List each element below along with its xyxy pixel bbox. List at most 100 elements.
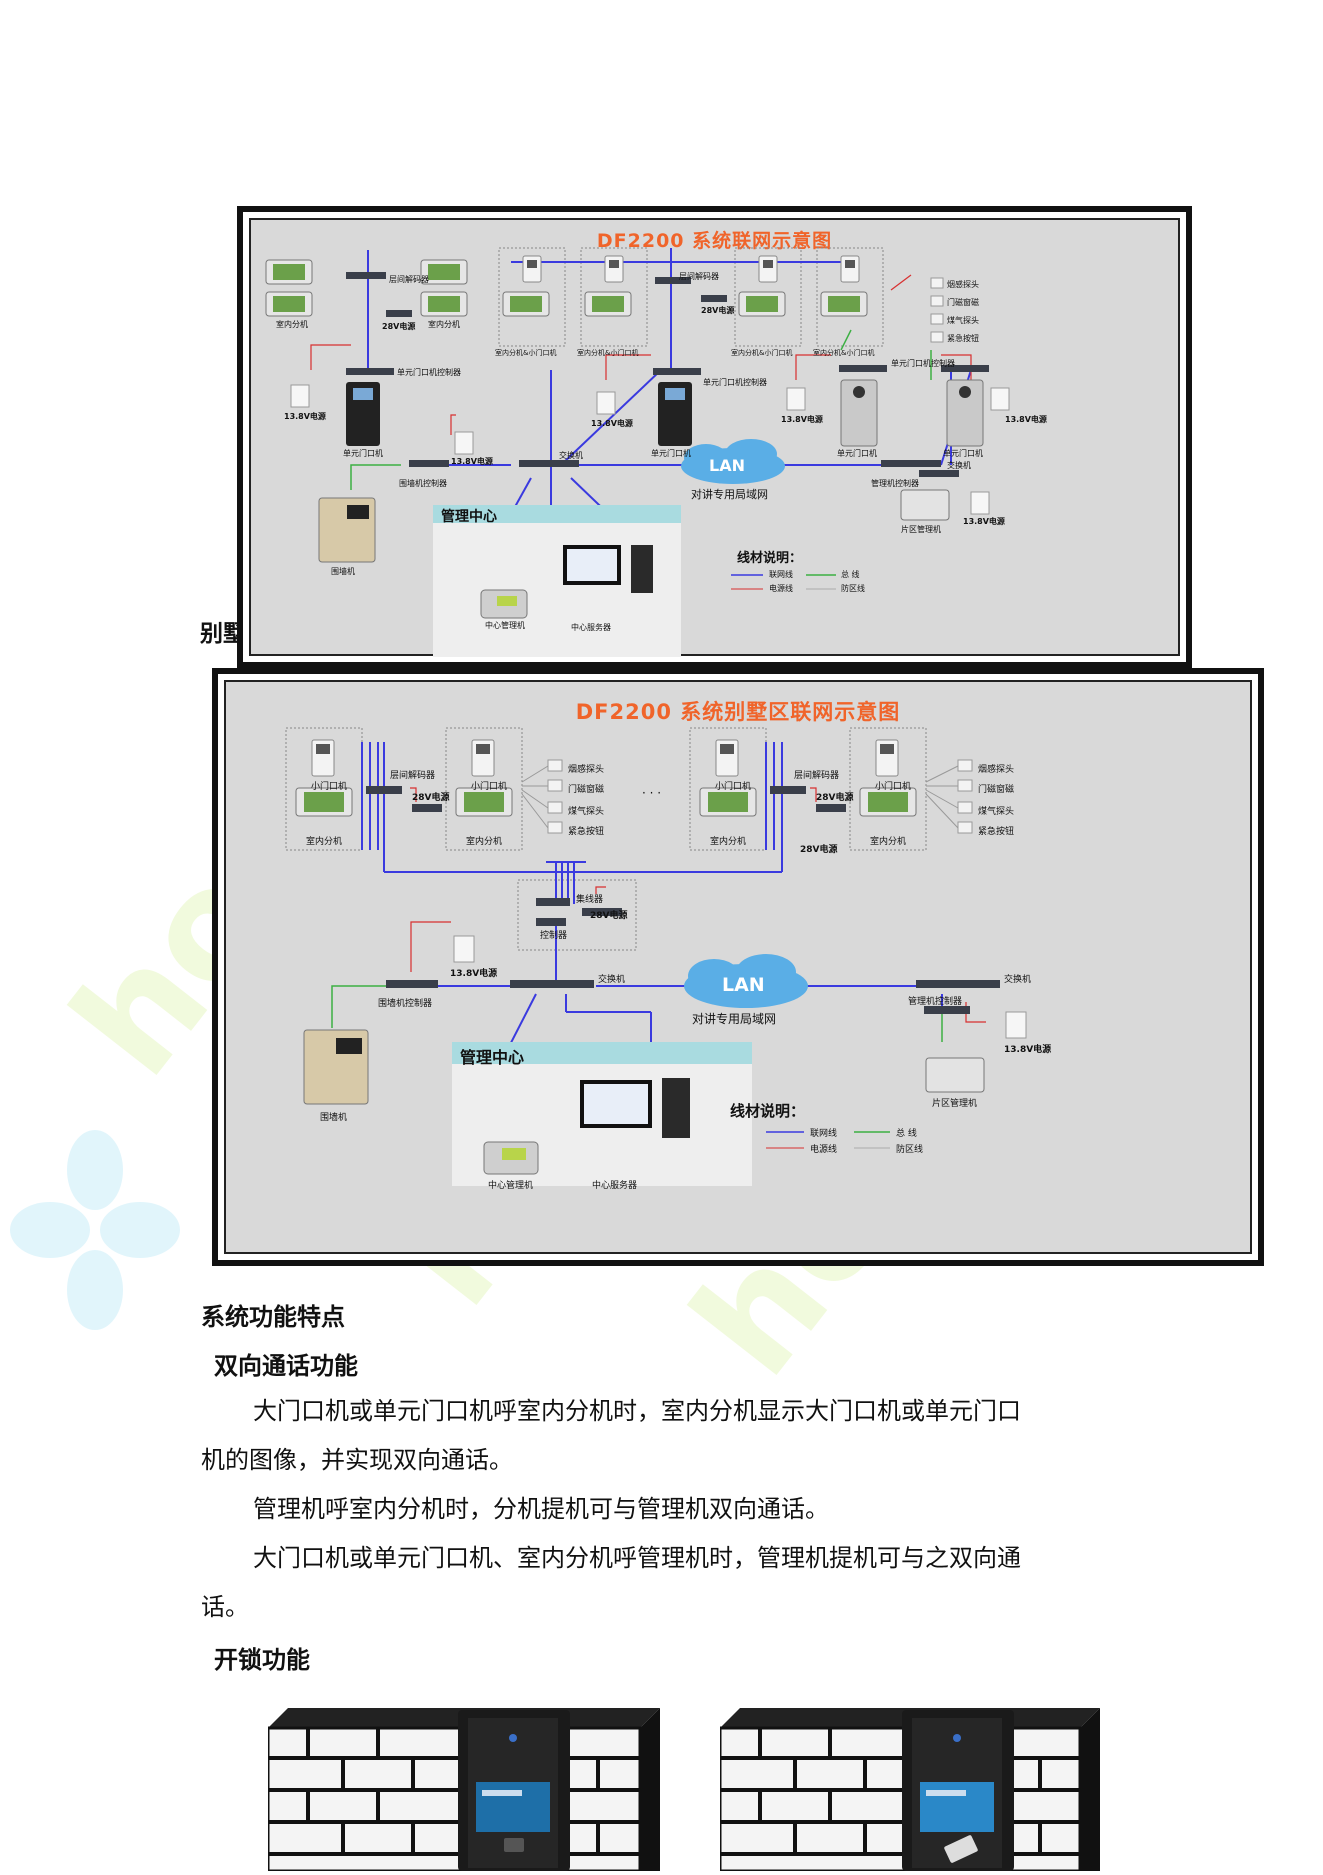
d2-label-138v-1: 13.8V电源 bbox=[450, 969, 498, 979]
d1-label-138v-2: 13.8V电源 bbox=[591, 419, 633, 428]
d2-label-indoor-4: 室内分机 bbox=[870, 837, 907, 847]
d2-label-gas-2: 煤气探头 bbox=[978, 807, 1015, 817]
d2-label-switch-1: 交换机 bbox=[598, 975, 626, 985]
d1-label-lan-sub: 对讲专用局域网 bbox=[691, 488, 768, 501]
d2-label-small-door-3: 小门口机 bbox=[715, 782, 752, 792]
d2-label-dots: · · · bbox=[642, 786, 662, 800]
d2-legend-net: 联网线 bbox=[810, 1129, 838, 1139]
d1-label-indoor-small-2: 室内分机&小门口机 bbox=[577, 349, 639, 357]
diagram1-drawing bbox=[265, 247, 1010, 657]
d2-label-small-door-2: 小门口机 bbox=[471, 782, 508, 792]
d2-label-floor-decoder-1: 层间解码器 bbox=[390, 771, 436, 781]
d2-label-indoor-1: 室内分机 bbox=[306, 837, 343, 847]
d1-label-floor-decoder-2: 层间解码器 bbox=[679, 272, 719, 281]
d1-label-unit-door-3: 单元门口机 bbox=[837, 449, 877, 458]
d1-legend-net: 联网线 bbox=[769, 570, 793, 579]
d2-label-wall-ctrl: 围墙机控制器 bbox=[378, 999, 433, 1009]
d1-label-138v-5: 13.8V电源 bbox=[451, 457, 493, 466]
d2-label-emergency-1: 紧急按钮 bbox=[568, 827, 605, 837]
door-station-image-right bbox=[718, 1690, 1100, 1873]
d1-legend-power: 电源线 bbox=[769, 584, 793, 593]
d2-label-28v-2: 28V电源 bbox=[816, 793, 854, 803]
d1-label-138v-1: 13.8V电源 bbox=[284, 412, 326, 421]
d1-label-switch-2: 交换机 bbox=[947, 461, 971, 470]
d1-label-indoor-small-4: 室内分机&小门口机 bbox=[813, 349, 875, 357]
cutoff-text: 别墅 bbox=[200, 620, 240, 647]
d1-label-138v-4: 13.8V电源 bbox=[1005, 415, 1047, 424]
paragraph-2: 管理机呼室内分机时，分机提机可与管理机双向通话。 bbox=[253, 1495, 829, 1523]
d2-label-area-mgr: 片区管理机 bbox=[932, 1099, 978, 1109]
d1-label-unit-door-1: 单元门口机 bbox=[343, 449, 383, 458]
d2-label-28v-4: 28V电源 bbox=[590, 911, 628, 921]
d1-label-floor-decoder-1: 层间解码器 bbox=[389, 275, 429, 284]
subsection-two-way-call: 双向通话功能 bbox=[214, 1351, 358, 1380]
door-station-image-left bbox=[266, 1690, 660, 1873]
d2-legend-bus: 总 线 bbox=[896, 1129, 917, 1139]
d1-legend-zone: 防区线 bbox=[841, 584, 865, 593]
d2-label-smoke-1: 烟感探头 bbox=[568, 765, 605, 775]
d1-label-gas: 煤气探头 bbox=[947, 316, 979, 325]
d2-label-hub: 集线器 bbox=[576, 895, 604, 905]
d2-label-138v-2: 13.8V电源 bbox=[1004, 1045, 1052, 1055]
d2-label-door-magnet-2: 门磁窗磁 bbox=[978, 785, 1015, 795]
d1-label-unit-ctrl-2: 单元门口机控制器 bbox=[703, 378, 767, 387]
d1-label-28v-1: 28V电源 bbox=[382, 322, 416, 331]
d2-label-lan-sub: 对讲专用局域网 bbox=[692, 1012, 777, 1026]
d2-label-switch-2: 交换机 bbox=[1004, 975, 1032, 985]
d1-label-indoor-small-3: 室内分机&小门口机 bbox=[731, 349, 793, 357]
network-diagram-1: DF2200 系统联网示意图 bbox=[237, 206, 1192, 668]
d2-label-central-server: 中心服务器 bbox=[592, 1181, 638, 1191]
d2-label-small-door-1: 小门口机 bbox=[311, 782, 348, 792]
diagram2-title: DF2200 系统别墅区联网示意图 bbox=[575, 700, 901, 724]
d1-label-central-mgr: 中心管理机 bbox=[485, 621, 525, 630]
d1-label-smoke: 烟感探头 bbox=[947, 280, 979, 289]
d1-label-area-mgr: 片区管理机 bbox=[901, 525, 941, 534]
d2-label-floor-decoder-2: 层间解码器 bbox=[794, 771, 840, 781]
d2-label-emergency-2: 紧急按钮 bbox=[978, 827, 1015, 837]
d2-label-mgr-ctrl: 管理机控制器 bbox=[908, 997, 963, 1007]
d1-label-indoor-1: 室内分机 bbox=[276, 320, 308, 329]
d1-legend-title: 线材说明： bbox=[737, 551, 803, 566]
diagram2-drawing bbox=[285, 727, 1027, 1186]
d1-label-lan: LAN bbox=[709, 456, 745, 475]
paragraph-3-line-1: 大门口机或单元门口机、室内分机呼管理机时，管理机提机可与之双向通 bbox=[253, 1544, 1021, 1572]
d1-label-indoor-small-1: 室内分机&小门口机 bbox=[495, 349, 557, 357]
watermark-flower-icon bbox=[10, 1130, 180, 1330]
d1-label-unit-ctrl-1: 单元门口机控制器 bbox=[397, 368, 461, 377]
lan-cloud-icon bbox=[681, 439, 785, 484]
d2-label-controller: 控制器 bbox=[540, 931, 568, 941]
d1-label-switch-1: 交换机 bbox=[559, 451, 583, 460]
d1-label-door-magnet: 门磁窗磁 bbox=[947, 298, 979, 307]
d1-label-unit-door-4: 单元门口机 bbox=[943, 449, 983, 458]
d1-legend-bus: 总 线 bbox=[841, 570, 860, 579]
d2-label-wall-unit: 围墙机 bbox=[320, 1113, 348, 1123]
subsection-unlock: 开锁功能 bbox=[214, 1645, 310, 1674]
d2-legend-zone: 防区线 bbox=[896, 1145, 924, 1155]
d1-label-138v-6: 13.8V电源 bbox=[963, 517, 1005, 526]
d2-label-mgmt-center: 管理中心 bbox=[460, 1048, 525, 1067]
paragraph-3-line-2: 话。 bbox=[201, 1593, 249, 1621]
d2-label-indoor-3: 室内分机 bbox=[710, 837, 747, 847]
d2-label-28v-3: 28V电源 bbox=[800, 845, 838, 855]
d2-legend-title: 线材说明： bbox=[730, 1102, 806, 1120]
d1-label-28v-2: 28V电源 bbox=[701, 306, 735, 315]
d1-label-central-server: 中心服务器 bbox=[571, 623, 611, 632]
diagram1-title: DF2200 系统联网示意图 bbox=[596, 230, 833, 252]
section-title: 系统功能特点 bbox=[201, 1302, 345, 1331]
d1-label-indoor-2: 室内分机 bbox=[428, 320, 460, 329]
paragraph-1-line-2: 机的图像，并实现双向通话。 bbox=[201, 1446, 513, 1474]
d2-label-small-door-4: 小门口机 bbox=[875, 782, 912, 792]
d1-label-wall-unit: 围墙机 bbox=[331, 567, 355, 576]
d1-label-wall-ctrl: 围墙机控制器 bbox=[399, 479, 447, 488]
d2-legend-power: 电源线 bbox=[810, 1145, 838, 1155]
d2-label-gas-1: 煤气探头 bbox=[568, 807, 605, 817]
d2-label-indoor-2: 室内分机 bbox=[466, 837, 503, 847]
paragraph-1-line-1: 大门口机或单元门口机呼室内分机时，室内分机显示大门口机或单元门口 bbox=[253, 1397, 1021, 1425]
d2-label-door-magnet-1: 门磁窗磁 bbox=[568, 785, 605, 795]
d1-label-unit-door-2: 单元门口机 bbox=[651, 449, 691, 458]
d2-label-smoke-2: 烟感探头 bbox=[978, 765, 1015, 775]
d1-label-mgmt-center: 管理中心 bbox=[441, 509, 497, 525]
d1-label-mgr-ctrl: 管理机控制器 bbox=[871, 479, 919, 488]
lan-cloud-icon bbox=[684, 954, 808, 1008]
d1-label-emergency: 紧急按钮 bbox=[947, 334, 979, 343]
